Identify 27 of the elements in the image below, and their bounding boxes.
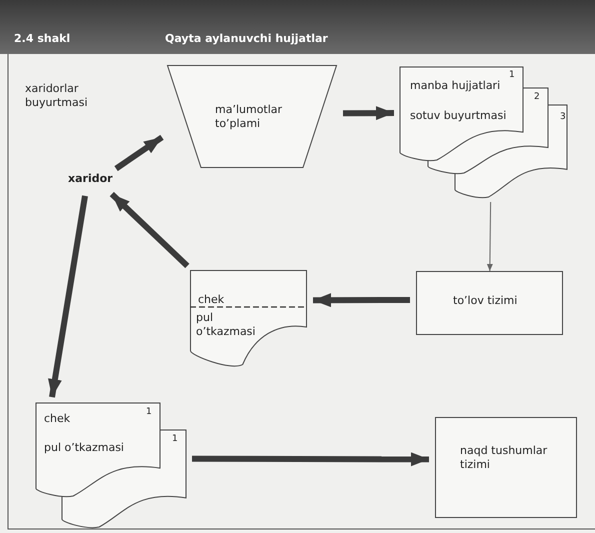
arrow: [342, 106, 394, 120]
process-box: [435, 417, 577, 518]
node-text: sotuv buyurtmasi: [410, 109, 508, 123]
figure-title: Qayta aylanuvchi hujjatlar: [165, 32, 328, 45]
arrow: [110, 192, 190, 268]
node-text: pul o’tkazmasi: [196, 311, 256, 339]
note-text: xaridorlar buyurtmasi: [25, 82, 89, 110]
node-text: chek: [198, 293, 226, 307]
page-number: 1: [146, 406, 153, 419]
arrow: [114, 134, 164, 172]
node-text: naqd tushumlar tizimi: [460, 444, 548, 472]
arrow: [192, 452, 429, 466]
node-text: pul o’tkazmasi: [44, 441, 125, 455]
node-text: manba hujjatlari: [410, 79, 502, 93]
node-text: ma’lumotlar to’plami: [215, 103, 284, 131]
page-number: 1: [509, 69, 516, 82]
node-text: xaridor: [68, 172, 114, 186]
page-number: 3: [560, 111, 567, 124]
arrow: [312, 293, 410, 308]
arrow: [486, 202, 493, 272]
node-text: to’lov tizimi: [453, 294, 518, 308]
node-text: chek: [44, 412, 72, 426]
process-box: [416, 271, 563, 335]
figure-number: 2.4 shakl: [14, 32, 72, 46]
page-number: 1: [172, 433, 179, 446]
arrow: [48, 195, 88, 398]
page-number: 2: [534, 91, 541, 104]
